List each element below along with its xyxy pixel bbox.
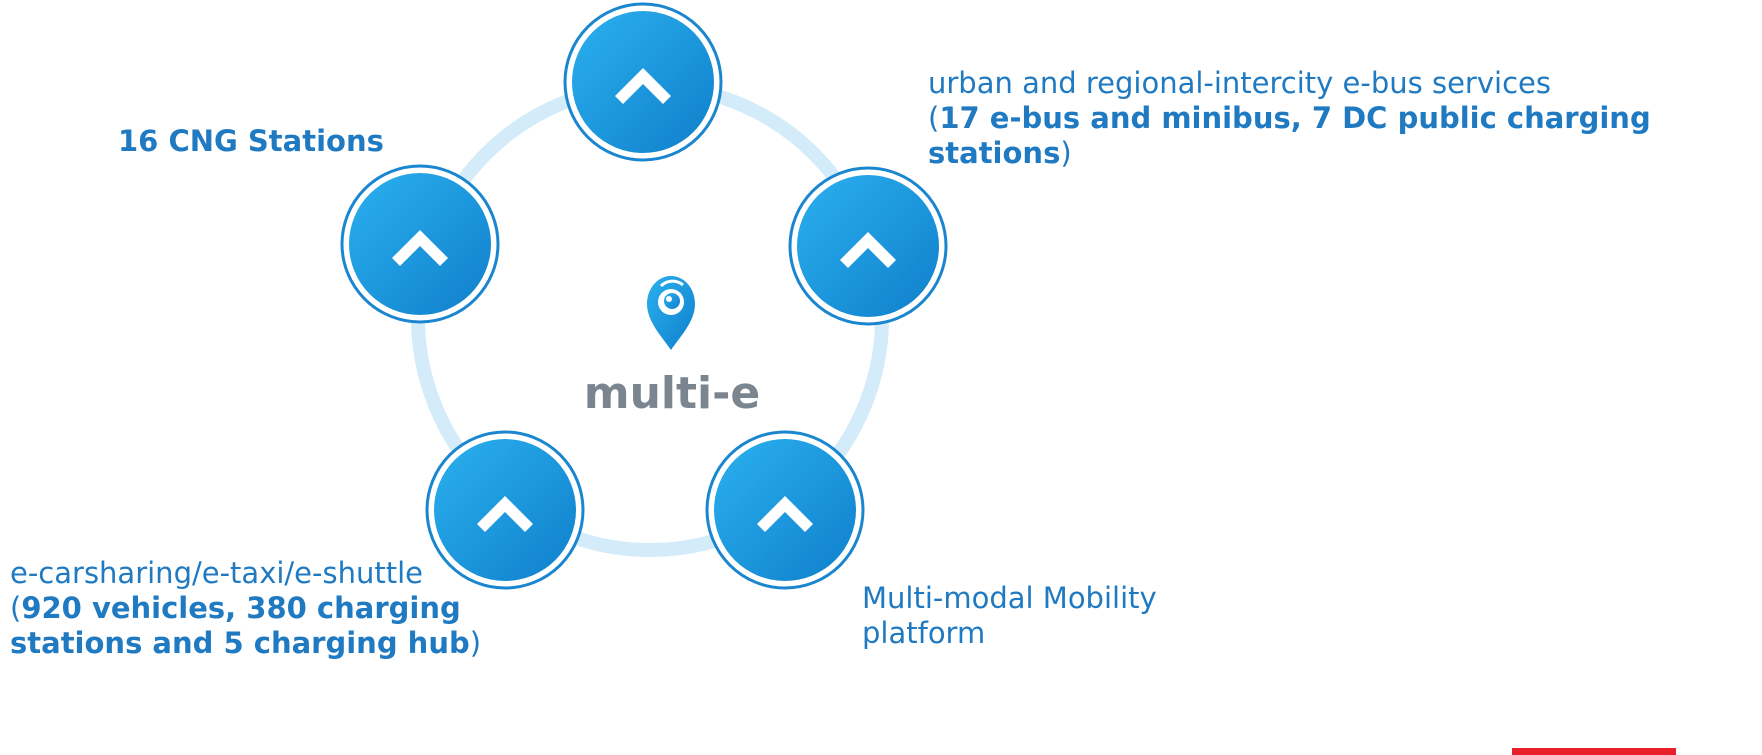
chevron-up-icon	[392, 230, 448, 266]
carsharing-bold1: 920 vehicles, 380 charging	[21, 591, 461, 625]
multi-e-logo: multi-e	[584, 276, 760, 419]
carsharing-line1: e-carsharing/e-taxi/e-shuttle	[10, 556, 423, 590]
label-carsharing: e-carsharing/e-taxi/e-shuttle (920 vehic…	[10, 556, 481, 661]
node-left[interactable]	[340, 164, 500, 324]
node-bottom-left[interactable]	[425, 430, 585, 590]
node-top[interactable]	[563, 2, 723, 162]
label-ebus-services: urban and regional-intercity e-bus servi…	[928, 66, 1651, 171]
ebus-line3: stations)	[928, 136, 1651, 171]
chevron-up-icon	[757, 496, 813, 532]
platform-line1: Multi-modal Mobility	[862, 581, 1157, 615]
carsharing-line3: stations and 5 charging hub)	[10, 626, 481, 661]
paren-open: (	[928, 101, 940, 135]
node-right[interactable]	[788, 166, 948, 326]
ebus-line2: (17 e-bus and minibus, 7 DC public charg…	[928, 101, 1651, 136]
node-bottom-right[interactable]	[705, 430, 865, 590]
paren-close: )	[469, 626, 482, 660]
chevron-up-icon	[477, 496, 533, 532]
red-accent-bar	[1512, 748, 1676, 755]
platform-line2: platform	[862, 616, 986, 650]
carsharing-bold2: stations and 5 charging hub	[10, 626, 470, 660]
ebus-bold1: 17 e-bus and minibus, 7 DC public chargi…	[939, 101, 1651, 135]
paren-open: (	[10, 591, 22, 625]
ebus-line1: urban and regional-intercity e-bus servi…	[928, 66, 1551, 100]
ebus-bold2: stations	[928, 136, 1061, 170]
logo-text: multi-e	[584, 368, 760, 419]
chevron-up-icon	[840, 232, 896, 268]
chevron-up-icon	[615, 68, 671, 104]
carsharing-line2: (920 vehicles, 380 charging	[10, 591, 481, 626]
label-mobility-platform: Multi-modal Mobility platform	[862, 581, 1157, 651]
cng-stations-text: 16 CNG Stations	[118, 124, 384, 158]
location-pin-icon	[647, 276, 695, 350]
label-cng-stations: 16 CNG Stations	[118, 124, 384, 159]
paren-close: )	[1060, 136, 1072, 170]
